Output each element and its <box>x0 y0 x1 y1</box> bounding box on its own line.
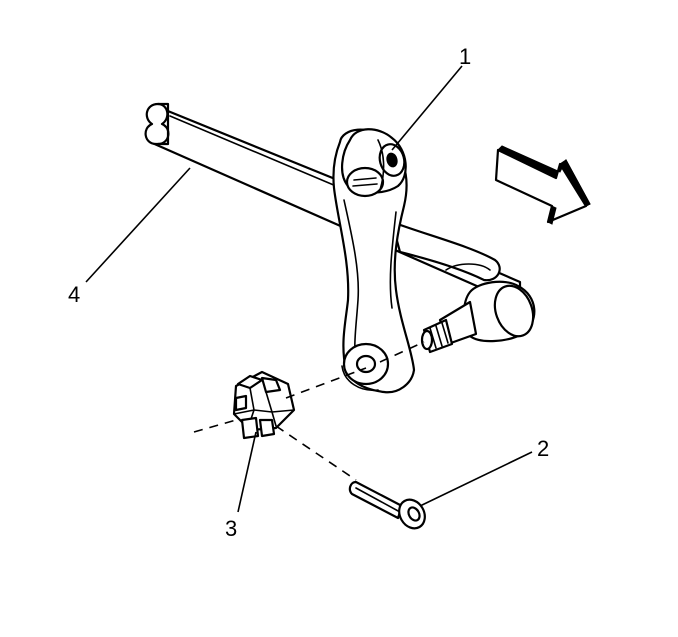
pitman-arm <box>332 128 416 394</box>
leader-3 <box>237 431 257 513</box>
relay-rod <box>144 102 522 307</box>
cotter-pin <box>348 480 426 530</box>
callout-3: 3 <box>225 516 237 541</box>
castle-nut <box>232 370 296 440</box>
forward-arrow-icon <box>494 145 591 225</box>
callout-2: 2 <box>537 436 549 461</box>
leader-4 <box>85 167 191 283</box>
callout-1: 1 <box>459 44 471 69</box>
leader-2 <box>419 451 533 507</box>
leader-1 <box>391 65 463 151</box>
callout-4: 4 <box>68 282 80 307</box>
assembly-centerlines <box>193 341 425 481</box>
ball-stud <box>420 280 536 354</box>
leader-lines <box>85 65 533 513</box>
